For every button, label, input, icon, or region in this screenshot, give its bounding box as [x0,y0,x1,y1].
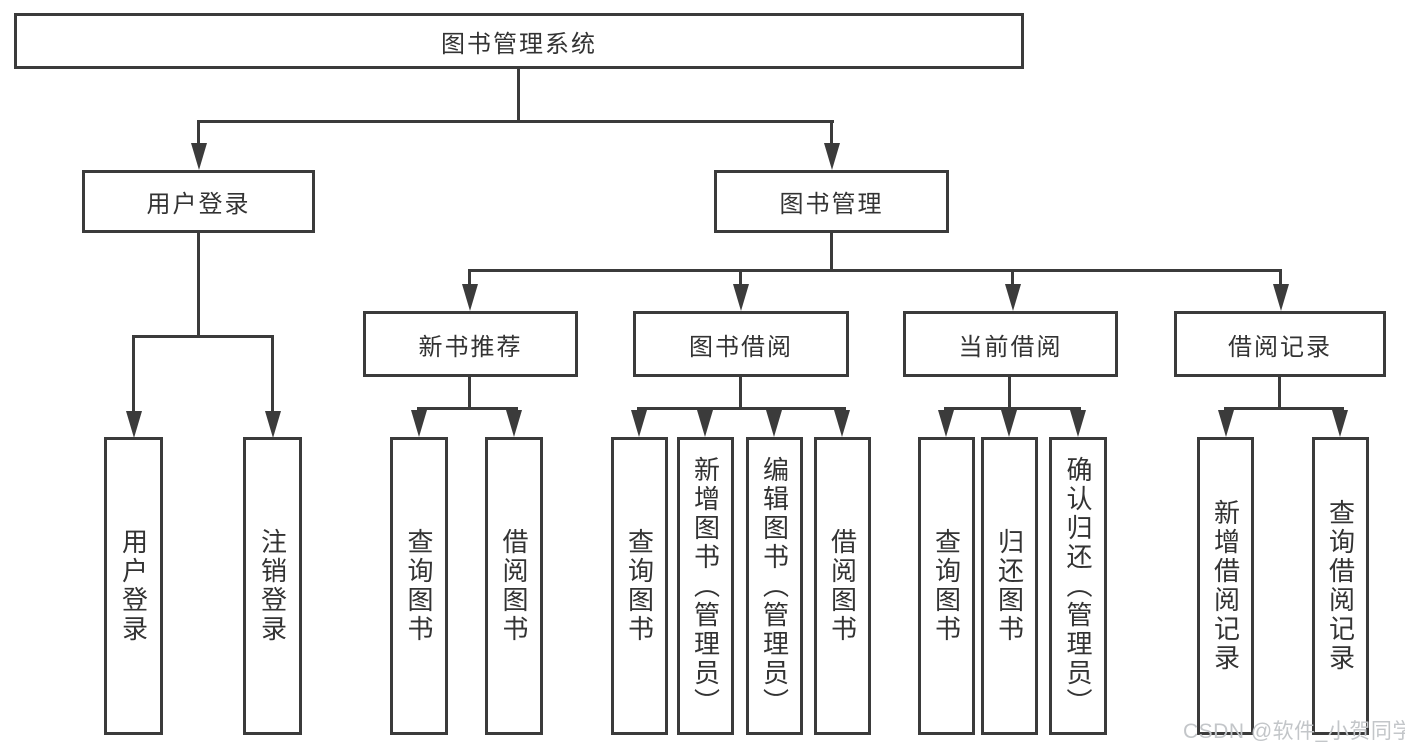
arrow-down-icon [126,411,142,438]
arrow-down-icon [191,143,207,170]
connector-line [132,335,274,338]
arrow-down-icon [834,410,850,437]
connector-line [830,233,833,272]
connector-line [830,120,833,146]
arrow-down-icon [766,410,782,437]
connector-line [1279,269,1282,286]
arrow-down-icon [938,410,954,437]
connector-line [739,377,742,410]
leaf-return-books: 归还图书 [981,437,1038,735]
leaf-edit-books-admin: 编辑图书（管理员） [746,437,803,735]
connector-line [197,233,200,338]
node-user-login: 用户登录 [82,170,315,233]
arrow-down-icon [1218,410,1234,437]
leaf-confirm-return-admin: 确认归还（管理员） [1049,437,1107,735]
leaf-borrow-books-2: 借阅图书 [814,437,871,735]
connector-line [271,335,274,413]
arrow-down-icon [1273,284,1289,311]
connector-line [197,120,200,146]
connector-line [637,407,846,410]
arrow-down-icon [1070,410,1086,437]
arrow-down-icon [1005,284,1021,311]
leaf-logout: 注销登录 [243,437,302,735]
arrow-down-icon [265,411,281,438]
connector-line [1224,407,1344,410]
leaf-query-books-1: 查询图书 [390,437,448,735]
arrow-down-icon [697,410,713,437]
connector-line [1008,377,1011,410]
node-root: 图书管理系统 [14,13,1024,69]
connector-line [468,269,471,286]
connector-line [517,69,520,123]
node-borrow-records: 借阅记录 [1174,311,1386,377]
connector-line [468,377,471,410]
leaf-query-borrow-record: 查询借阅记录 [1312,437,1369,735]
connector-line [417,407,518,410]
arrow-down-icon [1332,410,1348,437]
connector-line [1278,377,1281,410]
leaf-user-login: 用户登录 [104,437,163,735]
connector-line [739,269,742,286]
arrow-down-icon [1001,410,1017,437]
leaf-borrow-books-1: 借阅图书 [485,437,543,735]
node-new-book-recommend: 新书推荐 [363,311,578,377]
connector-line [1011,269,1014,286]
node-book-management: 图书管理 [714,170,949,233]
leaf-add-books-admin: 新增图书（管理员） [677,437,734,735]
arrow-down-icon [411,410,427,437]
watermark: CSDN @软件_小贺同学 [1183,720,1405,743]
leaf-query-books-2: 查询图书 [611,437,668,735]
arrow-down-icon [824,143,840,170]
arrow-down-icon [631,410,647,437]
node-book-borrow: 图书借阅 [633,311,849,377]
arrow-down-icon [733,284,749,311]
arrow-down-icon [462,284,478,311]
connector-line [468,269,1282,272]
connector-line [197,120,834,123]
arrow-down-icon [506,410,522,437]
node-current-borrow: 当前借阅 [903,311,1118,377]
leaf-query-books-3: 查询图书 [918,437,975,735]
leaf-add-borrow-record: 新增借阅记录 [1197,437,1254,735]
connector-line [944,407,1081,410]
connector-line [132,335,135,413]
